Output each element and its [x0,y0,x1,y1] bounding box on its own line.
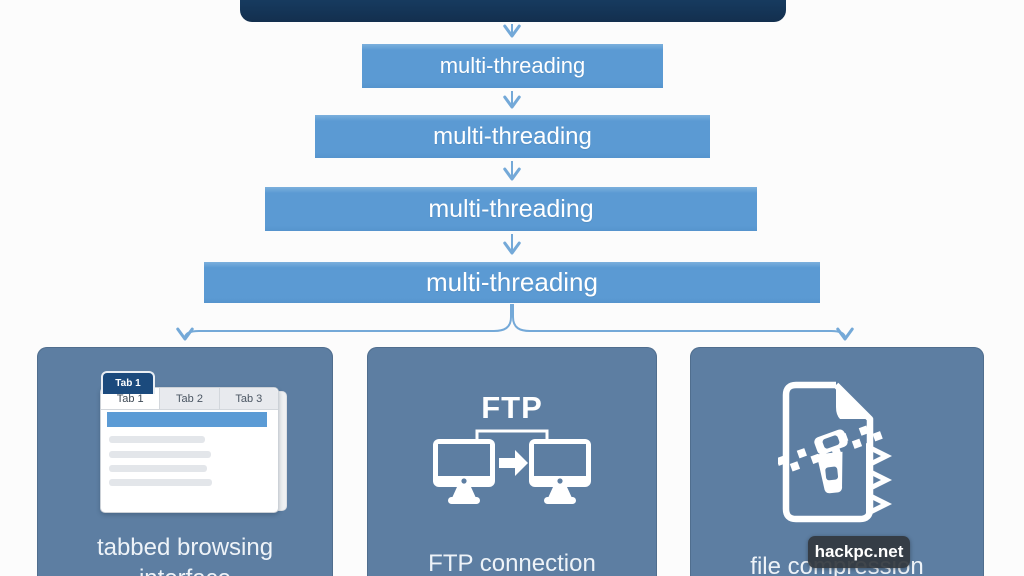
browser-content-line [109,479,212,486]
browser-content-line [109,451,211,458]
flow-bar-3-label: multi-threading [428,194,594,223]
card-ftp-connection: FTP FTP connection [367,347,657,576]
card-label-ftp-connection: FTP connection [367,548,657,576]
browser-selected-row [107,412,267,427]
root-node-bar [240,0,786,22]
watermark-badge: hackpc.net [808,536,910,568]
card-label-line1: tabbed browsing [96,534,274,561]
card-label-tabbed-browsing: tabbed browsing interface [37,532,333,576]
flow-bar-2: multi-threading [315,115,710,158]
floating-tab: Tab 1 [101,371,155,394]
card-label-line1: FTP connection [428,550,596,576]
flow-bar-2-label: multi-threading [433,122,592,150]
flow-bar-1-label: multi-threading [439,53,586,78]
browser-content-line [109,465,207,472]
fork-arrow-left [176,304,512,341]
floating-tab-label: Tab 1 [115,378,141,389]
browser-tab-3: Tab 3 [219,388,278,409]
flow-bar-4: multi-threading [204,262,820,303]
ftp-transfer-icon [433,429,591,504]
browser-tab-2: Tab 2 [160,388,220,409]
card-tabbed-browsing: Tab 1 Tab 1 Tab 2 Tab 3 tabbed browsing … [37,347,333,576]
ftp-icon-text: FTP [481,390,543,425]
flow-bar-1: multi-threading [362,44,663,88]
browser-tabs-icon: Tab 1 Tab 2 Tab 3 [100,387,279,513]
card-label-line2: interface [37,563,333,576]
flow-bar-4-label: multi-threading [426,267,598,297]
zip-file-icon [778,381,892,523]
flow-bar-3: multi-threading [265,187,757,231]
browser-content-line [109,436,205,443]
fork-arrow-right [512,304,854,341]
watermark-text: hackpc.net [814,542,904,561]
